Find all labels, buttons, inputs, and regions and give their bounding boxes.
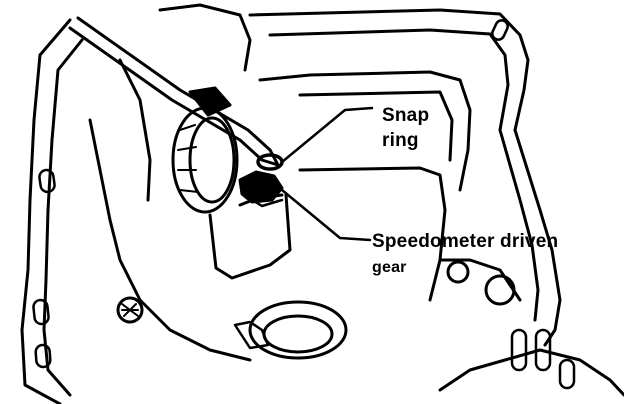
- speedo-gear-label-line1: Speedometer driven: [372, 231, 559, 252]
- case-flange-outline: [20, 8, 624, 404]
- snap-ring-label-line1: Snap: [382, 105, 430, 126]
- speedometer-assembly: [171, 106, 292, 280]
- leader-lines: [280, 106, 374, 242]
- drain-plug: [116, 296, 144, 324]
- case-internal-walls: [88, 3, 522, 362]
- flange-bolt-holes: [32, 19, 576, 390]
- snap-ring-leader: [280, 106, 374, 164]
- speedo-gear-label-line2: gear: [372, 259, 407, 276]
- case-opening: [233, 260, 516, 360]
- speedometer-driven-gear: [238, 170, 284, 208]
- speedo-gear-leader: [280, 188, 372, 242]
- snap-ring-label-line2: ring: [382, 130, 419, 151]
